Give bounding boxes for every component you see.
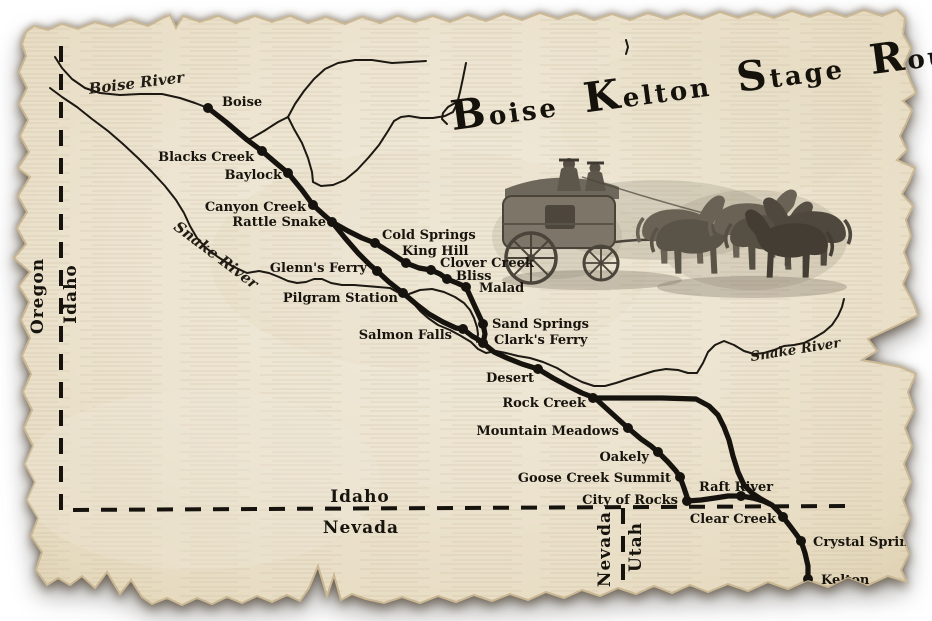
age-spot	[20, 390, 380, 570]
station-label-crystal-springs: Crystal Springs	[813, 535, 925, 550]
station-label-clark-s-ferry: Clark's Ferry	[494, 333, 588, 348]
rivers-layer	[49, 39, 845, 387]
station-label-cold-springs: Cold Springs	[382, 228, 476, 243]
stagecoach-body	[502, 158, 760, 285]
station-label-sand-springs: Sand Springs	[492, 317, 589, 332]
station-label-kelton: Kelton	[821, 573, 870, 588]
station-label-canyon-creek: Canyon Creek	[205, 200, 307, 215]
state-label-nevada-3: Nevada	[323, 518, 399, 538]
station-label-salmon-falls: Salmon Falls	[359, 328, 452, 343]
station-dot-baylock	[283, 168, 293, 178]
station-dot-clear-creek	[778, 512, 788, 522]
station-dot-clark-s-ferry	[478, 338, 488, 348]
station-label-malad: Malad	[479, 281, 524, 296]
state-label-nevada-4: Nevada	[595, 511, 615, 587]
station-label-city-of-rocks: City of Rocks	[582, 493, 678, 508]
station-label-blacks-creek: Blacks Creek	[158, 150, 255, 165]
station-label-rattle-snake: Rattle Snake	[232, 215, 326, 230]
river-north-fork	[287, 59, 427, 118]
station-dot-blacks-creek	[257, 146, 267, 156]
station-label-mountain-meadows: Mountain Meadows	[476, 424, 619, 439]
station-dot-city-of-rocks	[682, 496, 692, 506]
river-canyon-loop	[287, 62, 467, 187]
station-label-king-hill: King Hill	[402, 244, 468, 259]
route-boise-to-clarks-ferry-north	[205, 105, 488, 346]
river-boise-river	[54, 56, 209, 109]
route-rock-creek-cutoff	[592, 395, 773, 507]
station-label-glenn-s-ferry: Glenn's Ferry	[270, 261, 368, 276]
station-label-goose-creek-summit: Goose Creek Summit	[518, 471, 671, 486]
station-label-clover-creek: Clover Creek	[440, 256, 535, 271]
stagecoach-illustration	[492, 158, 853, 298]
station-dot-malad	[461, 282, 471, 292]
station-dot-crystal-springs	[796, 536, 806, 546]
station-dot-oakely	[653, 447, 663, 457]
age-spot	[560, 40, 880, 200]
station-dot-canyon-creek	[308, 200, 318, 210]
station-dot-cold-springs	[370, 238, 380, 248]
station-label-bliss: Bliss	[456, 269, 492, 284]
state-label-idaho-2: Idaho	[330, 487, 390, 507]
station-dot-king-hill	[401, 258, 411, 268]
station-dot-pilgram-station	[398, 288, 408, 298]
station-label-rock-creek: Rock Creek	[502, 396, 587, 411]
station-label-oakely: Oakely	[599, 450, 649, 465]
station-dot-rock-creek	[588, 393, 598, 403]
station-dot-sand-springs	[478, 319, 488, 329]
station-label-desert: Desert	[486, 371, 534, 386]
station-dot-desert	[533, 364, 543, 374]
station-label-clear-creek: Clear Creek	[690, 512, 777, 527]
station-dot-rattle-snake	[327, 217, 337, 227]
river-malad-loop	[408, 288, 479, 343]
state-label-oregon-0: Oregon	[28, 258, 48, 334]
station-dot-glenn-s-ferry	[372, 266, 382, 276]
station-dot-clover-creek	[426, 265, 436, 275]
station-dot-goose-creek-summit	[675, 472, 685, 482]
station-dot-salmon-falls	[458, 324, 468, 334]
station-label-pilgram-station: Pilgram Station	[283, 291, 399, 306]
station-dot-bliss	[442, 274, 452, 284]
river-snake-river-west	[49, 87, 391, 289]
boundary-oregon-idaho-nevada-border	[59, 46, 846, 513]
river-top-creek	[625, 39, 629, 55]
river-creek-hook	[441, 102, 456, 125]
station-label-boise: Boise	[222, 95, 262, 110]
state-label-idaho-1: Idaho	[61, 264, 81, 324]
station-label-raft-river: Raft River	[699, 480, 773, 495]
state-boundaries	[59, 46, 846, 592]
route-rattle-snake-to-clarks-ferry-south	[329, 219, 486, 346]
station-label-baylock: Baylock	[225, 168, 283, 183]
stations-layer	[203, 103, 813, 584]
horse-team	[635, 189, 853, 278]
station-dot-raft-river	[736, 491, 746, 501]
station-dot-boise	[203, 103, 213, 113]
station-dot-mountain-meadows	[623, 423, 633, 433]
state-label-utah-5: Utah	[626, 522, 646, 572]
river-snake-river-east	[389, 287, 845, 387]
